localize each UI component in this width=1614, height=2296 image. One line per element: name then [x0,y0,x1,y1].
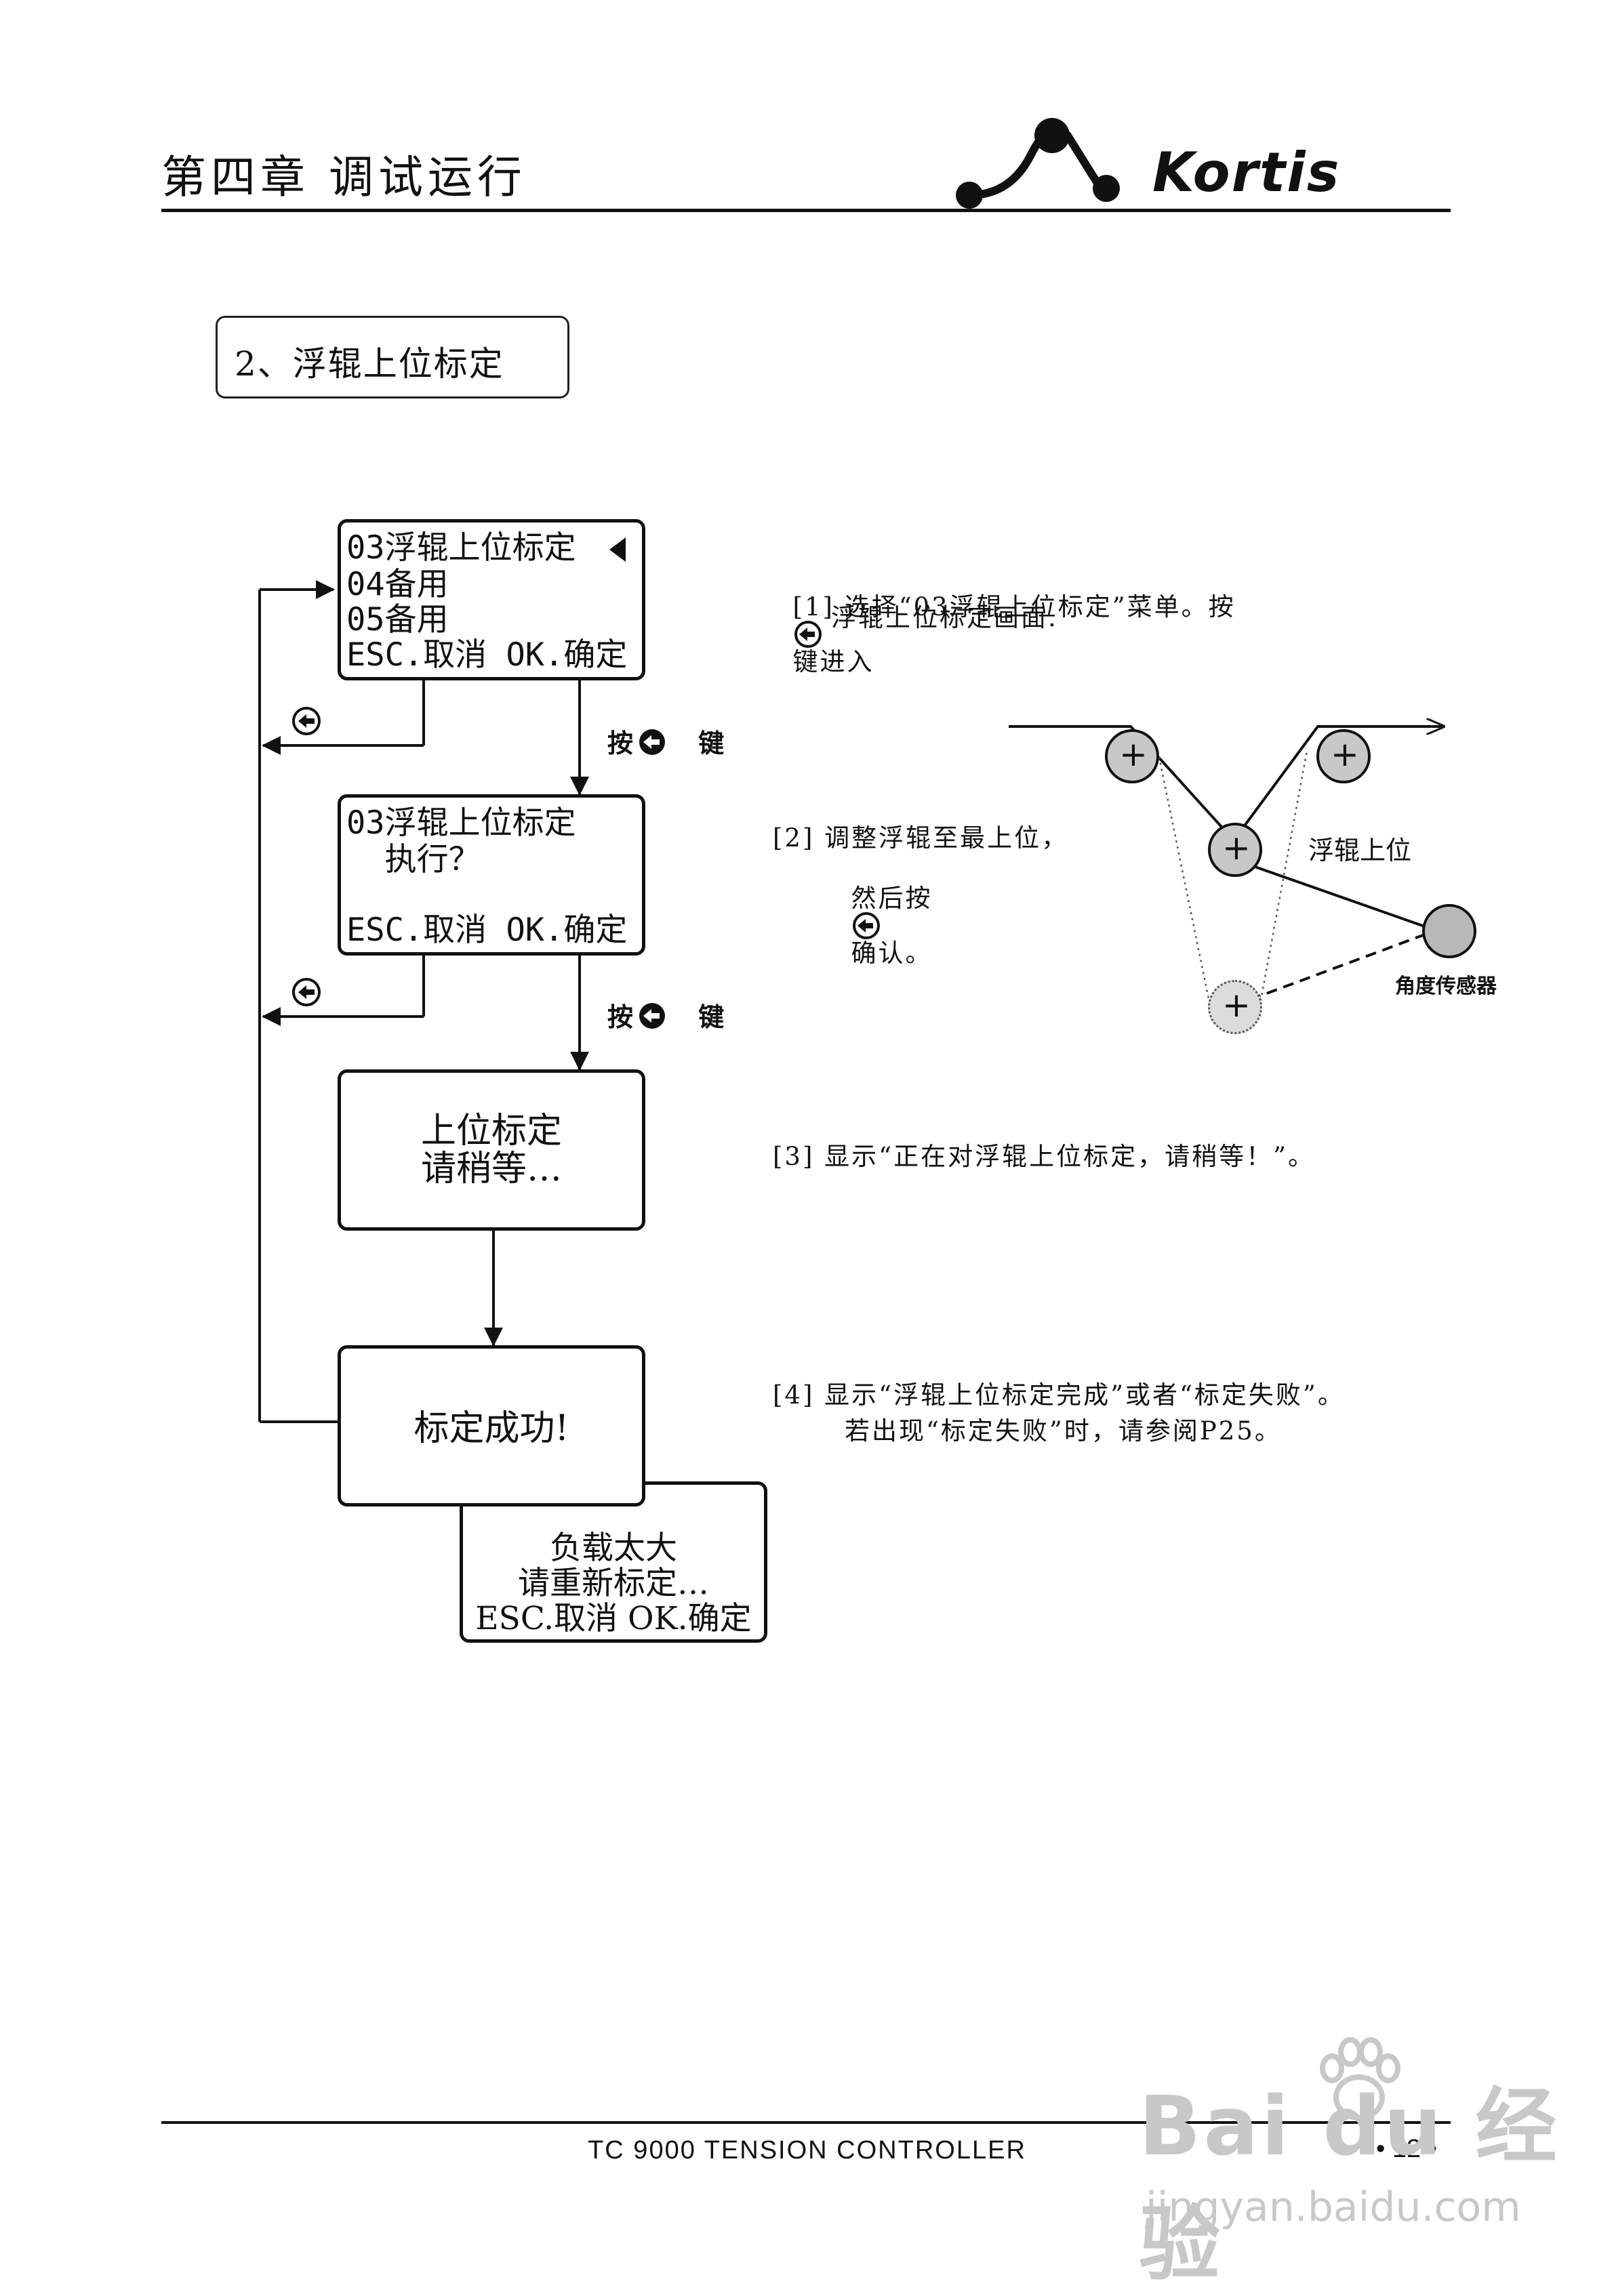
roller-mark: + [1331,735,1359,774]
lcd-line: 03浮辊上位标定 [346,529,576,567]
lcd-line: 05备用 [346,601,449,638]
lcd-screen-menu: 03浮辊上位标定 04备用 05备用 ESC.取消 OK.确定 [338,519,645,680]
press-prefix: 按 [607,729,634,758]
lcd-screen-execute: 03浮辊上位标定 执行？ ESC.取消 OK.确定 [338,794,645,956]
header-rule [161,209,1451,212]
note-1-line-2: 浮辊上位标定画面. [831,603,1058,632]
roller-right [1316,729,1371,783]
roller-mark: + [1222,828,1251,867]
enter-key-icon [794,621,822,648]
lcd-screen-calibrating: 上位标定 请稍等… [338,1069,645,1231]
press-prefix: 按 [607,1002,634,1032]
note-2-line-1: [2] 调整浮辊至最上位， [773,823,1069,853]
note-text: [1] 选择“03浮辊上位标定”菜单。按 [792,592,1236,621]
enter-key-icon [639,729,666,755]
note-3-line-1: [3] 显示“正在对浮辊上位标定，请稍等！”。 [773,1142,1316,1171]
upper-position-label: 浮辊上位 [1308,836,1412,865]
angle-sensor [1422,904,1476,958]
lcd-line: 负载太大 [550,1530,677,1567]
roller-left [1105,729,1159,783]
section-title-box [216,316,569,398]
chapter-title: 第四章 调试运行 [161,151,527,203]
press-suffix: 键 [698,729,725,758]
lcd-line: 04备用 [346,566,449,603]
footer-rule [161,2121,1451,2124]
lcd-screen-success: 标定成功! [338,1345,645,1506]
page-number: • 12 • [1376,2135,1437,2163]
baidu-watermark: Bai du 经验 [1139,2080,1560,2292]
lcd-line: 请稍等… [420,1149,562,1189]
kortis-logo-mark-icon [956,118,1120,209]
lcd-line: 03浮辊上位标定 [346,804,576,842]
section-title: 2、浮辊上位标定 [235,344,504,384]
lcd-line: 请重新标定… [518,1565,709,1602]
baidu-watermark-url: jingyan.baidu.com [1146,2184,1521,2231]
dancer-roller-diagram [1009,705,1546,1023]
dancer-roller-lower [1208,980,1262,1034]
note-1-line-1: [1] 选择“03浮辊上位标定”菜单。按 键进入 [773,569,1236,674]
note-4-line-1: [4] 显示“浮辊上位标定完成”或者“标定失败”。 [773,1380,1345,1410]
lcd-line: ESC.取消 OK.确定 [475,1600,752,1637]
lcd-line: 标定成功! [413,1408,569,1449]
note-text: 键进入 [792,647,874,676]
enter-key-icon [292,978,321,1006]
left-triangle-icon [609,537,626,562]
note-text: 确认。 [851,939,933,968]
note-text: 然后按 [851,884,933,913]
roller-mark: + [1222,985,1251,1025]
enter-key-icon [852,912,880,939]
note-2-line-2: 然后按 确认。 [831,861,933,966]
dancer-roller-upper [1208,823,1262,877]
press-key-label-2: 按 键 [607,996,724,1033]
kortis-logo: Kortis [1152,141,1341,204]
roller-mark: + [1119,735,1148,774]
note-4-line-2: 若出现“标定失败”时，请参阅P25。 [845,1416,1282,1446]
lcd-line: 上位标定 [420,1111,562,1151]
enter-key-icon [292,707,321,735]
enter-key-icon [639,1003,666,1029]
lcd-line: 执行？ [346,841,481,878]
lcd-line: ESC.取消 OK.确定 [346,911,628,949]
angle-sensor-label: 角度传感器 [1395,975,1497,998]
press-suffix: 键 [698,1002,725,1032]
lcd-screen-overload: 负载太大 请重新标定… ESC.取消 OK.确定 [460,1481,767,1643]
paw-icon [1320,2037,1400,2120]
lcd-line: ESC.取消 OK.确定 [346,636,628,674]
footer-title: TC 9000 TENSION CONTROLLER [588,2136,1026,2165]
press-key-label-1: 按 键 [607,722,724,760]
